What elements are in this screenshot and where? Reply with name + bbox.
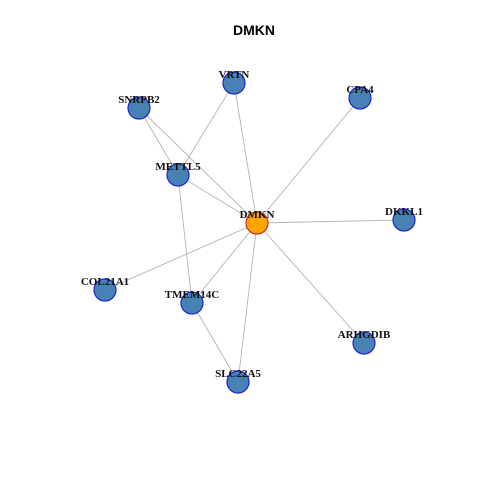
node-label-cpa4: CPA4: [346, 84, 374, 96]
node-dmkn: [245, 211, 269, 235]
node-label-dmkn: DMKN: [240, 209, 275, 221]
node-arhgdib: [352, 331, 376, 355]
edge-dmkn-slc22a5: [237, 222, 258, 383]
edge-mettl5-tmem14c: [177, 174, 193, 304]
node-mettl5: [166, 163, 190, 187]
edge-dmkn-arhgdib: [256, 222, 365, 344]
edge-vrtn-mettl5: [177, 82, 235, 176]
node-vrtn: [222, 71, 246, 95]
edge-dmkn-cpa4: [256, 97, 361, 224]
label-layer: DMKN VRTN SNRPB2 CPA4METTL5DKKL1COL21A1TMEM…: [81, 69, 423, 380]
edge-dmkn-mettl5: [177, 174, 258, 224]
edge-dmkn-vrtn: [233, 82, 258, 224]
node-dkkl1: [392, 208, 416, 232]
node-tmem14c: [180, 291, 204, 315]
node-label-mettl5: METTL5: [155, 161, 201, 173]
node-label-tmem14c: TMEM14C: [165, 289, 219, 301]
edge-dmkn-col21a1: [104, 222, 258, 291]
node-label-dkkl1: DKKL1: [385, 206, 423, 218]
edge-layer: [104, 82, 405, 383]
node-cpa4: [348, 86, 372, 110]
node-snrpb2: [127, 96, 151, 120]
node-label-snrpb2: SNRPB2: [118, 94, 160, 106]
edge-dmkn-dkkl1: [256, 219, 405, 224]
node-slc22a5: [226, 370, 250, 394]
node-label-arhgdib: ARHGDIB: [338, 329, 391, 341]
graph-title: DMKN: [233, 22, 275, 38]
node-label-vrtn: VRTN: [219, 69, 250, 81]
edge-snrpb2-mettl5: [138, 107, 179, 176]
node-layer: [93, 71, 416, 394]
node-label-slc22a5: SLC22A5: [215, 368, 261, 380]
edge-tmem14c-slc22a5: [191, 302, 239, 383]
node-col21a1: [93, 278, 117, 302]
edge-dmkn-snrpb2: [138, 107, 258, 224]
edge-dmkn-tmem14c: [191, 222, 258, 304]
node-label-col21a1: COL21A1: [81, 276, 129, 288]
